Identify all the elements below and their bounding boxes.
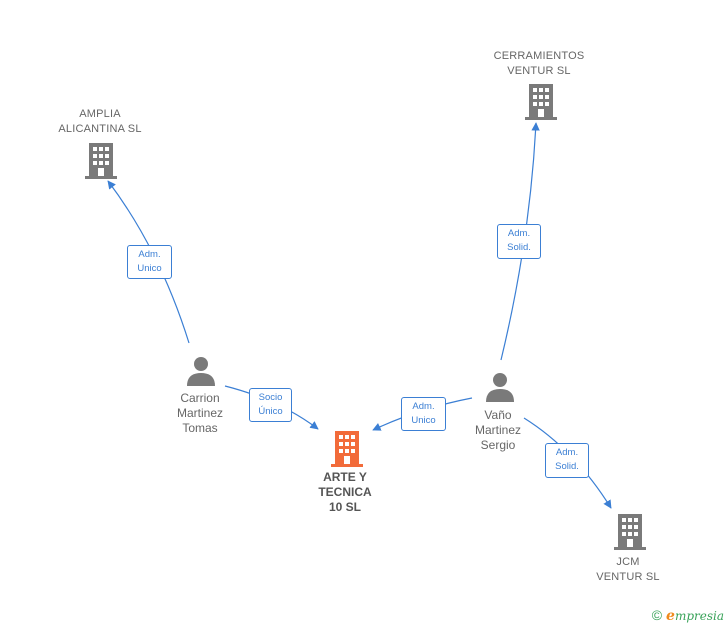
building-icon-amplia xyxy=(85,143,117,179)
building-icon-arte-focus xyxy=(331,431,363,467)
label-line: Carrion xyxy=(180,391,220,405)
edge-label-line: Unico xyxy=(137,263,162,274)
edge-label-carrion-arte[interactable]: Socio Único xyxy=(249,388,292,422)
building-icon-cerramientos xyxy=(525,84,557,120)
person-icon-carrion xyxy=(187,357,215,386)
label-line: VENTUR SL xyxy=(507,65,571,77)
edge-label-line: Solid. xyxy=(555,461,579,472)
label-line: Tomas xyxy=(182,421,218,435)
edge-label-line: Solid. xyxy=(507,242,531,253)
node-label-arte-focus[interactable]: ARTE Y TECNICA 10 SL xyxy=(295,470,395,515)
label-line: Vaño xyxy=(484,408,512,422)
edge-label-line: Socio xyxy=(258,392,283,403)
label-line: AMPLIA xyxy=(79,108,121,120)
edge-label-line: Adm. xyxy=(138,249,161,260)
node-label-vano[interactable]: Vaño Martinez Sergio xyxy=(448,408,548,453)
label-line: ARTE Y xyxy=(323,470,367,484)
brand-name: mpresia xyxy=(674,609,724,623)
brand-logo[interactable]: ©empresia xyxy=(652,607,724,624)
label-line: JCM xyxy=(616,556,640,568)
edge-label-vano-cerramientos[interactable]: Adm. Solid. xyxy=(497,224,541,259)
label-line: VENTUR SL xyxy=(596,571,660,583)
edge-label-vano-jcm[interactable]: Adm. Solid. xyxy=(545,443,589,478)
edge-label-line: Unico xyxy=(411,415,436,426)
edge-label-vano-arte[interactable]: Adm. Unico xyxy=(401,397,446,431)
building-icon-jcm xyxy=(614,514,646,550)
node-label-jcm[interactable]: JCM VENTUR SL xyxy=(578,555,678,585)
edge-label-carrion-amplia[interactable]: Adm. Unico xyxy=(127,245,172,279)
label-line: Sergio xyxy=(480,438,516,452)
label-line: TECNICA xyxy=(318,485,372,499)
node-label-cerramientos[interactable]: CERRAMIENTOS VENTUR SL xyxy=(476,49,602,79)
edge-label-line: Único xyxy=(258,406,283,417)
label-line: ALICANTINA SL xyxy=(58,123,142,135)
edge-label-line: Adm. xyxy=(507,228,531,239)
brand-initial: e xyxy=(666,608,675,624)
label-line: Martinez xyxy=(176,406,223,420)
edge-label-line: Adm. xyxy=(412,401,435,412)
node-label-carrion[interactable]: Carrion Martinez Tomas xyxy=(150,391,250,436)
person-icon-vano xyxy=(486,373,514,402)
label-line: Martinez xyxy=(474,423,521,437)
node-label-amplia[interactable]: AMPLIA ALICANTINA SL xyxy=(40,107,160,137)
label-line: CERRAMIENTOS xyxy=(493,50,585,62)
label-line: 10 SL xyxy=(328,500,361,514)
edge-label-line: Adm. xyxy=(555,447,579,458)
copyright-icon: © xyxy=(651,607,663,623)
